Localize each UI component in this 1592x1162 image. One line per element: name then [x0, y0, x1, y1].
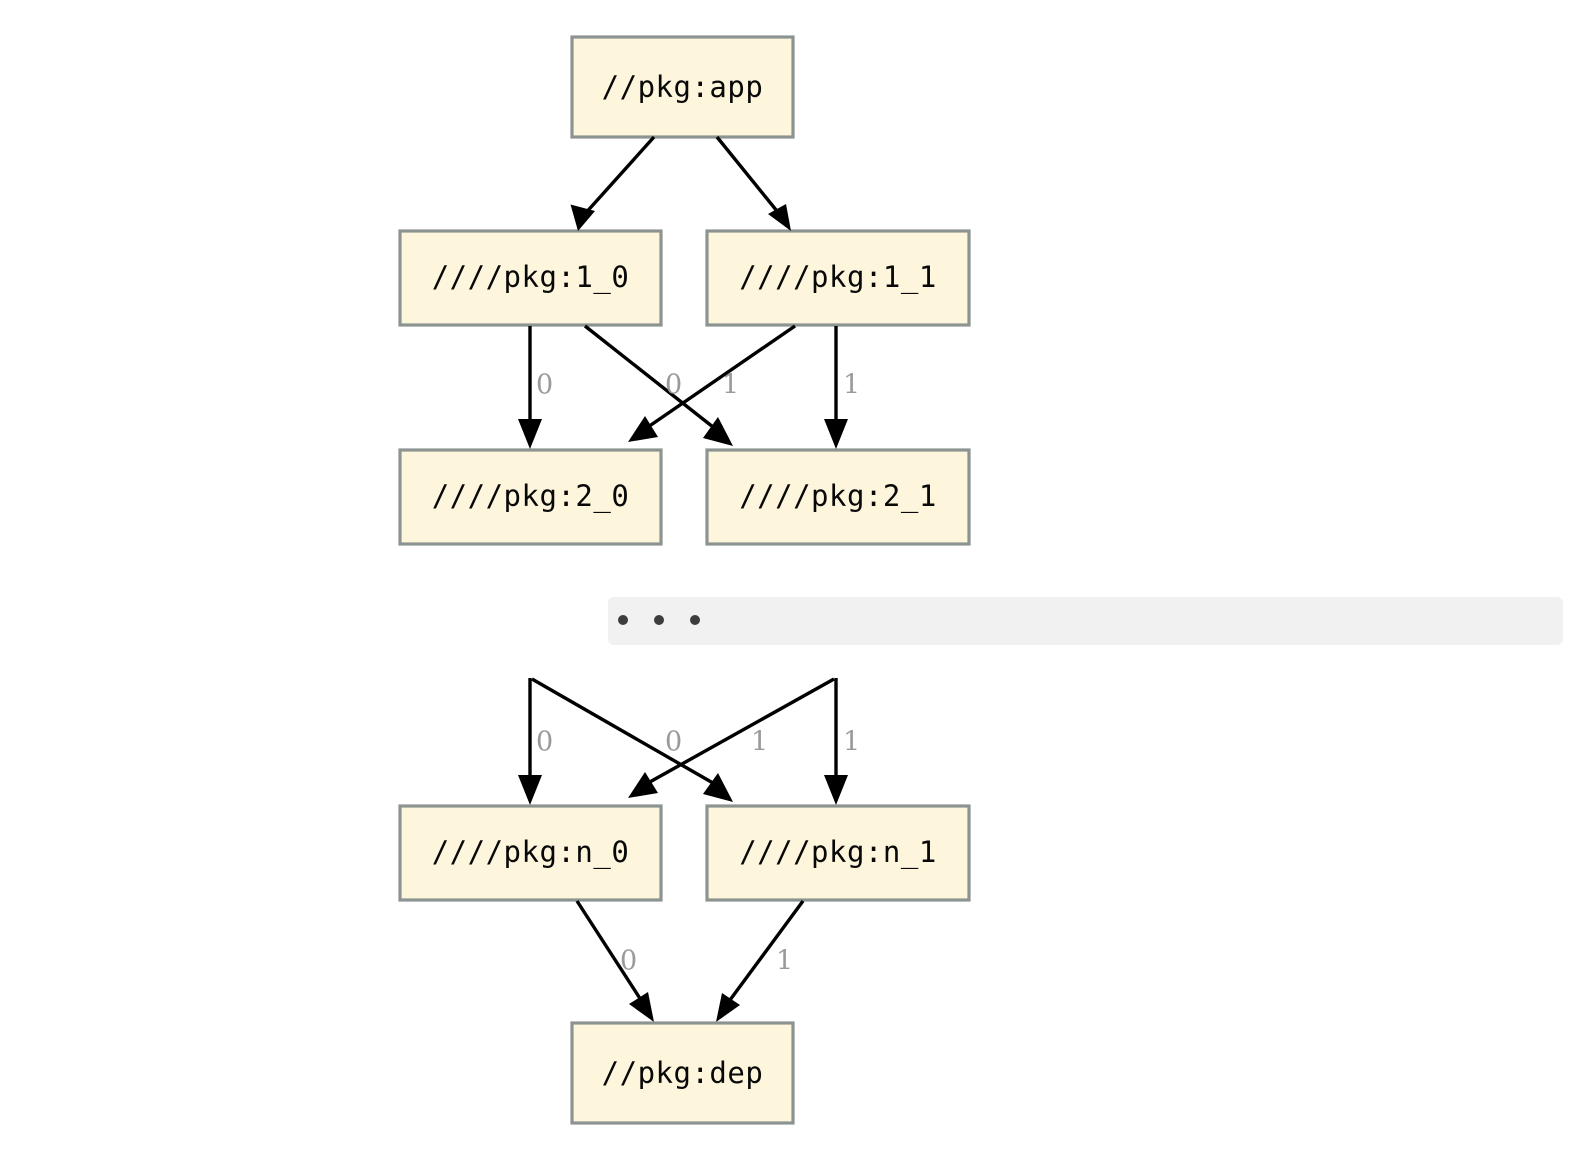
node-rect-2-0[interactable]: [398, 448, 663, 546]
node-label-n-1: ////pkg:n_1: [739, 835, 937, 870]
arrowhead-trunc-n-0: [518, 775, 542, 805]
edge-1-0-to-2-1: 0: [583, 324, 733, 446]
node-rect-n-1[interactable]: [705, 804, 971, 902]
edge-label-trunc-n-0: 0: [536, 727, 553, 758]
node-pkg-1-1[interactable]: ////pkg:1_1: [705, 229, 971, 327]
arrowhead-app-1-0: [570, 204, 595, 231]
node-pkg-2-1[interactable]: ////pkg:2_1: [705, 448, 971, 546]
node-rect-app[interactable]: [570, 35, 795, 139]
edge-label-trunc-n-1: 0: [665, 727, 682, 758]
ellipsis-dot-icon: [690, 615, 700, 625]
edge-label-1-0-2-0: 0: [536, 370, 553, 401]
arrowhead-1-1-2-0: [628, 416, 658, 442]
edge-label-trunc-n-1-vert: 1: [843, 727, 860, 758]
node-label-n-0: ////pkg:n_0: [432, 835, 630, 870]
node-rect-1-1[interactable]: [705, 229, 971, 327]
node-pkg-dep[interactable]: //pkg:dep: [570, 1021, 795, 1125]
edge-label-1-1-2-0: 1: [722, 370, 739, 401]
edge-line-app-1-1: [715, 135, 783, 218]
edge-n-0-to-dep: 0: [575, 900, 654, 1022]
edge-app-to-1-0: [570, 135, 656, 231]
edge-line-n-0-dep: [575, 900, 643, 1001]
node-label-dep: //pkg:dep: [602, 1056, 764, 1090]
node-label-2-0: ////pkg:2_0: [432, 479, 630, 514]
arrowhead-app-1-1: [768, 204, 791, 231]
edge-label-trunc-n-0-cross: 1: [751, 727, 768, 758]
edge-label-n-0-dep: 0: [620, 946, 637, 977]
node-pkg-2-0[interactable]: ////pkg:2_0: [398, 448, 663, 546]
node-label-1-0: ////pkg:1_0: [432, 260, 630, 295]
edge-app-to-1-1: [715, 135, 791, 231]
ellipsis-dot-icon: [618, 615, 628, 625]
edge-line-1-0-2-1: [583, 324, 715, 429]
edge-1-0-to-2-0: 0: [518, 326, 553, 449]
node-pkg-n-0[interactable]: ////pkg:n_0: [398, 804, 663, 902]
edge-truncated-to-n-0-vertical: 0: [518, 678, 553, 805]
arrowhead-1-1-2-1: [824, 419, 848, 449]
arrowhead-n-0-dep: [629, 992, 654, 1022]
ellipsis-band: [608, 597, 1563, 645]
arrowhead-trunc-n-0-cross: [628, 772, 658, 798]
ellipsis-dot-icon: [654, 615, 664, 625]
node-pkg-n-1[interactable]: ////pkg:n_1: [705, 804, 971, 902]
arrowhead-1-0-2-0: [518, 419, 542, 449]
node-rect-dep[interactable]: [570, 1021, 795, 1125]
node-rect-2-1[interactable]: [705, 448, 971, 546]
arrowhead-trunc-n-1: [703, 773, 733, 802]
edge-line-trunc-n-1: [531, 677, 714, 785]
node-pkg-1-0[interactable]: ////pkg:1_0: [398, 229, 663, 327]
node-rect-n-0[interactable]: [398, 804, 663, 902]
edge-1-1-to-2-0: 1: [628, 324, 796, 442]
node-label-2-1: ////pkg:2_1: [739, 479, 937, 514]
edge-line-1-1-2-0: [647, 324, 796, 429]
node-label-app: //pkg:app: [602, 70, 764, 104]
edge-line-trunc-n-0-cross: [647, 677, 835, 785]
edge-line-app-1-0: [581, 135, 656, 218]
edge-label-1-1-2-1: 1: [843, 370, 860, 401]
edge-truncated-to-n-0-cross: 1: [628, 677, 835, 798]
arrowhead-trunc-n-1-vert: [824, 775, 848, 805]
node-rect-1-0[interactable]: [398, 229, 663, 327]
edge-label-n-1-dep: 1: [776, 946, 793, 977]
edge-line-n-1-dep: [728, 899, 805, 1002]
arrowhead-n-1-dep: [716, 993, 740, 1022]
node-label-1-1: ////pkg:1_1: [739, 260, 937, 295]
edge-label-1-0-2-1: 0: [665, 370, 682, 401]
edge-1-1-to-2-1: 1: [824, 326, 860, 449]
edge-truncated-to-n-1-vertical: 1: [824, 678, 860, 805]
arrowhead-1-0-2-1: [703, 417, 733, 446]
node-pkg-app[interactable]: //pkg:app: [570, 35, 795, 139]
edge-n-1-to-dep: 1: [716, 899, 805, 1022]
ellipsis-separator: [608, 597, 1563, 645]
edge-truncated-to-n-1-cross: 0: [531, 677, 733, 802]
